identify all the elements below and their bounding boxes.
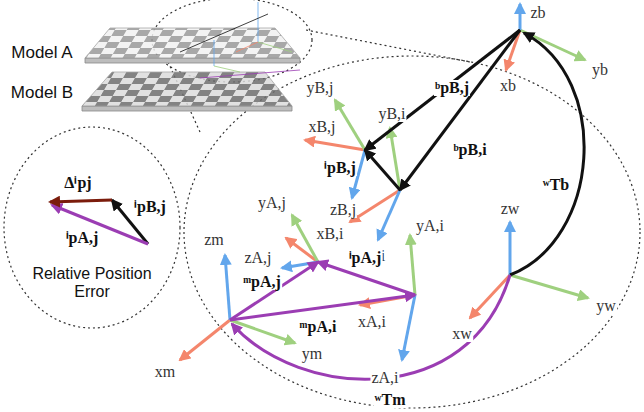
frame-axis: [519, 4, 522, 30]
axis-label: zA,j: [243, 250, 272, 266]
vector-label: ʷTm: [374, 392, 407, 408]
axis-label: yb: [591, 62, 609, 78]
checkerboard: [82, 72, 292, 106]
vector-label: ⁱpA,j: [66, 229, 99, 247]
vector-arrow: [318, 262, 415, 295]
vector-label: ᵐpA,i: [299, 319, 338, 335]
vector-label: ᵐpA,j: [242, 274, 282, 290]
inset-line: [180, 14, 268, 52]
vector-arrow: [365, 150, 400, 190]
node-caption: Relative Position Error: [22, 265, 162, 300]
frame-axis: [305, 140, 365, 150]
inset-line: [200, 70, 300, 78]
vector-arrow: [400, 30, 520, 190]
frame-axis: [402, 295, 415, 360]
frame-axis: [335, 100, 365, 150]
axis-label: xw: [451, 326, 473, 342]
vector-arrow: [50, 200, 112, 202]
axis-label: ym: [301, 346, 323, 362]
vector-arrow: [230, 295, 415, 320]
axis-label: zA,i: [370, 370, 399, 386]
inset-line: [214, 66, 240, 72]
frame-axis: [510, 275, 588, 298]
axis-label: xB,j: [307, 119, 336, 135]
axis-label: xB,i: [315, 226, 344, 242]
frame-axis: [509, 222, 512, 275]
axis-label: yB,i: [377, 106, 406, 122]
frame-axis: [410, 235, 415, 295]
axis-label: zm: [203, 232, 225, 248]
vector-label: Δⁱpj: [64, 174, 91, 192]
inset-line: [258, 42, 292, 52]
axis-label: zB,j: [329, 202, 357, 218]
inset-line: [258, 2, 259, 42]
model-label: Model B: [10, 84, 74, 101]
axis-label: yw: [595, 298, 617, 314]
illustration-group: [50, 0, 640, 408]
axis-label: xA,i: [357, 314, 387, 330]
frame-axis: [378, 190, 400, 240]
axis-label: yA,j: [257, 195, 287, 211]
zoom-outline: [306, 30, 470, 62]
axis-label: xm: [154, 364, 176, 380]
frame-axis: [180, 320, 230, 360]
frame-axis: [286, 238, 318, 262]
axis-label: yB,j: [305, 80, 334, 96]
vector-label: ᵇpB,i: [452, 142, 487, 158]
inset-line: [236, 42, 258, 52]
axis-label: xb: [499, 78, 517, 94]
vector-arrow: [510, 33, 584, 275]
board-edge: [82, 106, 292, 111]
frame-axis: [470, 275, 510, 318]
vector-label: ʷTb: [542, 177, 570, 193]
vector-label: ⁱpB,j: [134, 198, 166, 216]
checkerboard: [85, 28, 300, 58]
vector-label: ᵇpB,j: [434, 80, 470, 96]
axis-label: zb: [529, 5, 546, 21]
axis-label: zw: [500, 201, 521, 217]
frame-axis: [225, 255, 230, 320]
model-label: Model A: [10, 44, 73, 61]
error-ellipse: Δⁱpj ⁱpB,j ⁱpA,jRelative Position Error: [2, 125, 182, 330]
vector-label: ⁱpA,j: [348, 250, 383, 266]
vector-label: ⁱpB,j: [323, 160, 357, 176]
inset-line: [214, 40, 215, 66]
board-edge: [85, 58, 300, 63]
frame-axis: [292, 215, 318, 262]
axis-label: yA,i: [415, 218, 445, 234]
vector-arrow: [232, 275, 510, 379]
